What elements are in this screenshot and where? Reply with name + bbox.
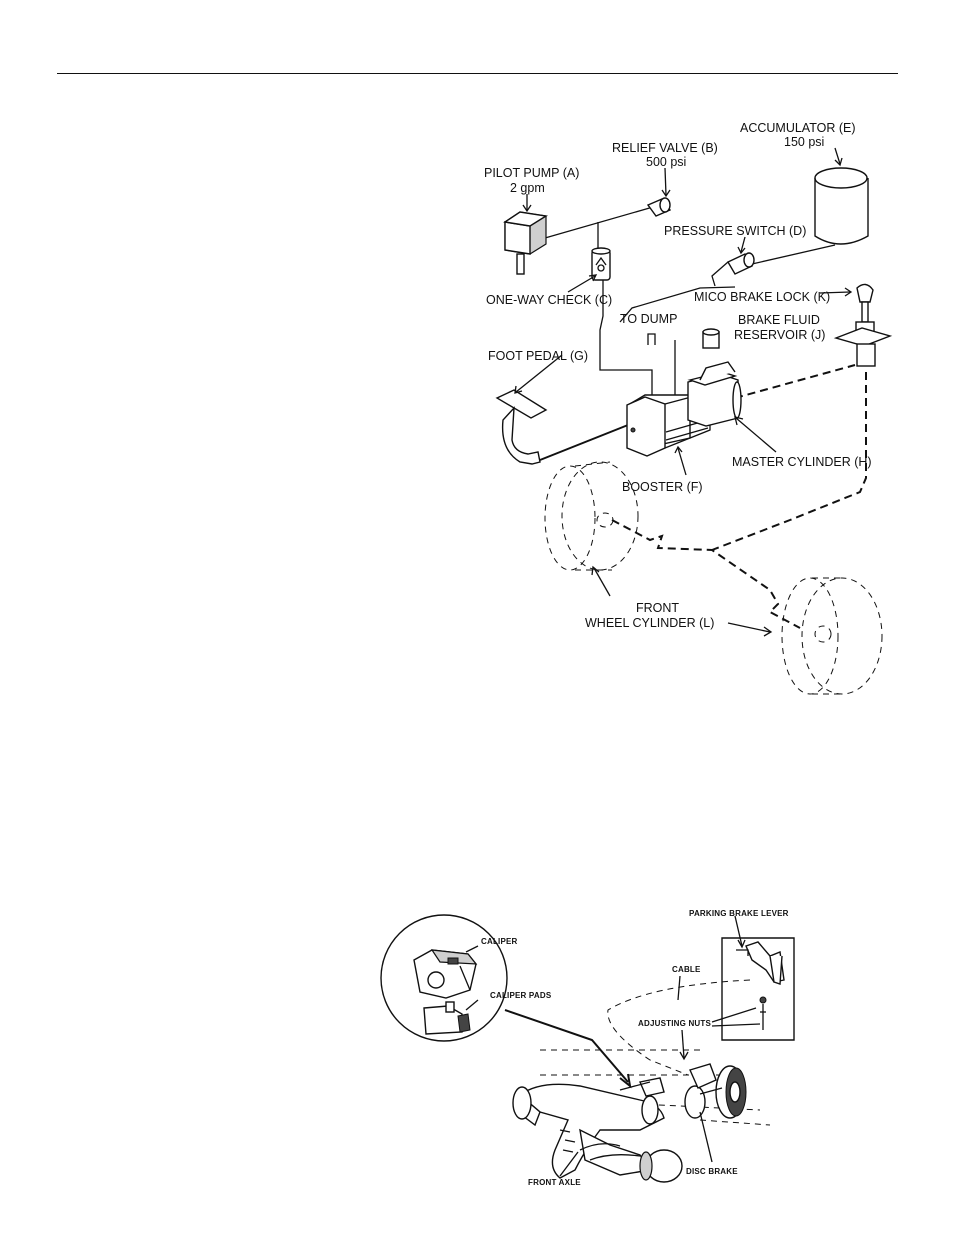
label-caliper: CALIPER — [481, 937, 518, 946]
pilot-pump — [503, 211, 548, 275]
label-pilot-pump: PILOT PUMP (A) — [484, 166, 579, 180]
label-mico-brake-lock: MICO BRAKE LOCK (K) — [694, 290, 830, 304]
label-booster: BOOSTER (F) — [622, 480, 703, 494]
label-front-axle: FRONT AXLE — [528, 1178, 581, 1187]
lock-to-wheel-brake-line — [711, 372, 867, 551]
dump-outlet — [647, 333, 656, 345]
line-to-brake-lock — [619, 286, 736, 323]
label-one-way-check: ONE-WAY CHECK (C) — [486, 293, 612, 307]
label-accumulator: ACCUMULATOR (E) — [740, 121, 856, 135]
pressure-switch — [727, 252, 755, 275]
pump-to-relief-line — [544, 206, 654, 239]
label-cable: CABLE — [672, 965, 701, 974]
label-caliper-pads: CALIPER PADS — [490, 991, 552, 1000]
label-relief-valve: RELIEF VALVE (B) — [612, 141, 718, 155]
label-relief-valve-pressure: 500 psi — [646, 155, 686, 169]
caliper — [413, 949, 478, 999]
hydraulic-brake-diagram: PILOT PUMP (A) 2 gpm RELIEF VALVE (B) 50… — [484, 121, 893, 695]
label-disc-brake: DISC BRAKE — [686, 1167, 738, 1176]
label-brake-fluid: BRAKE FLUID — [738, 313, 820, 327]
master-to-lock-brake-line — [734, 364, 856, 399]
label-wheel-cylinder: WHEEL CYLINDER (L) — [585, 616, 714, 630]
parking-brake-cable — [607, 979, 751, 1076]
switch-to-accumulator-line — [751, 244, 836, 265]
label-reservoir: RESERVOIR (J) — [734, 328, 825, 342]
header-rule — [57, 73, 898, 74]
label-to-dump: TO DUMP — [620, 312, 677, 326]
check-to-booster-line — [599, 280, 653, 400]
relief-valve — [646, 197, 672, 217]
label-accumulator-pressure: 150 psi — [784, 135, 824, 149]
mico-brake-lock — [833, 283, 893, 367]
brake-fluid-reservoir — [702, 328, 720, 349]
label-pressure-switch: PRESSURE SWITCH (D) — [664, 224, 806, 238]
foot-pedal — [495, 389, 548, 465]
front-wheel-right — [781, 577, 883, 695]
leader-arrows-2 — [465, 915, 761, 1177]
label-adjusting-nuts: ADJUSTING NUTS — [638, 1019, 711, 1028]
label-foot-pedal: FOOT PEDAL (G) — [488, 349, 588, 363]
axle-brake-line — [611, 519, 801, 629]
leader-arrows — [514, 147, 853, 637]
label-front: FRONT — [636, 601, 679, 615]
disc-brake-rotor — [619, 1063, 747, 1125]
disc-brake-diagram: PARKING BRAKE LEVER CALIPER CABLE CALIPE… — [380, 909, 795, 1187]
label-master-cylinder: MASTER CYLINDER (H) — [732, 455, 872, 469]
front-wheel-left — [544, 461, 639, 571]
pedal-pushrod — [539, 424, 629, 461]
pressure-switch-line — [711, 261, 729, 287]
booster-and-master-cylinder — [626, 361, 742, 457]
accumulator — [814, 167, 869, 245]
caliper-pads — [423, 1001, 471, 1035]
label-pilot-pump-rate: 2 gpm — [510, 181, 545, 195]
label-parking-brake-lever: PARKING BRAKE LEVER — [689, 909, 789, 918]
front-axle-assembly — [512, 1049, 771, 1183]
parking-brake-lever-box — [721, 937, 795, 1041]
one-way-check-valve — [591, 247, 611, 281]
